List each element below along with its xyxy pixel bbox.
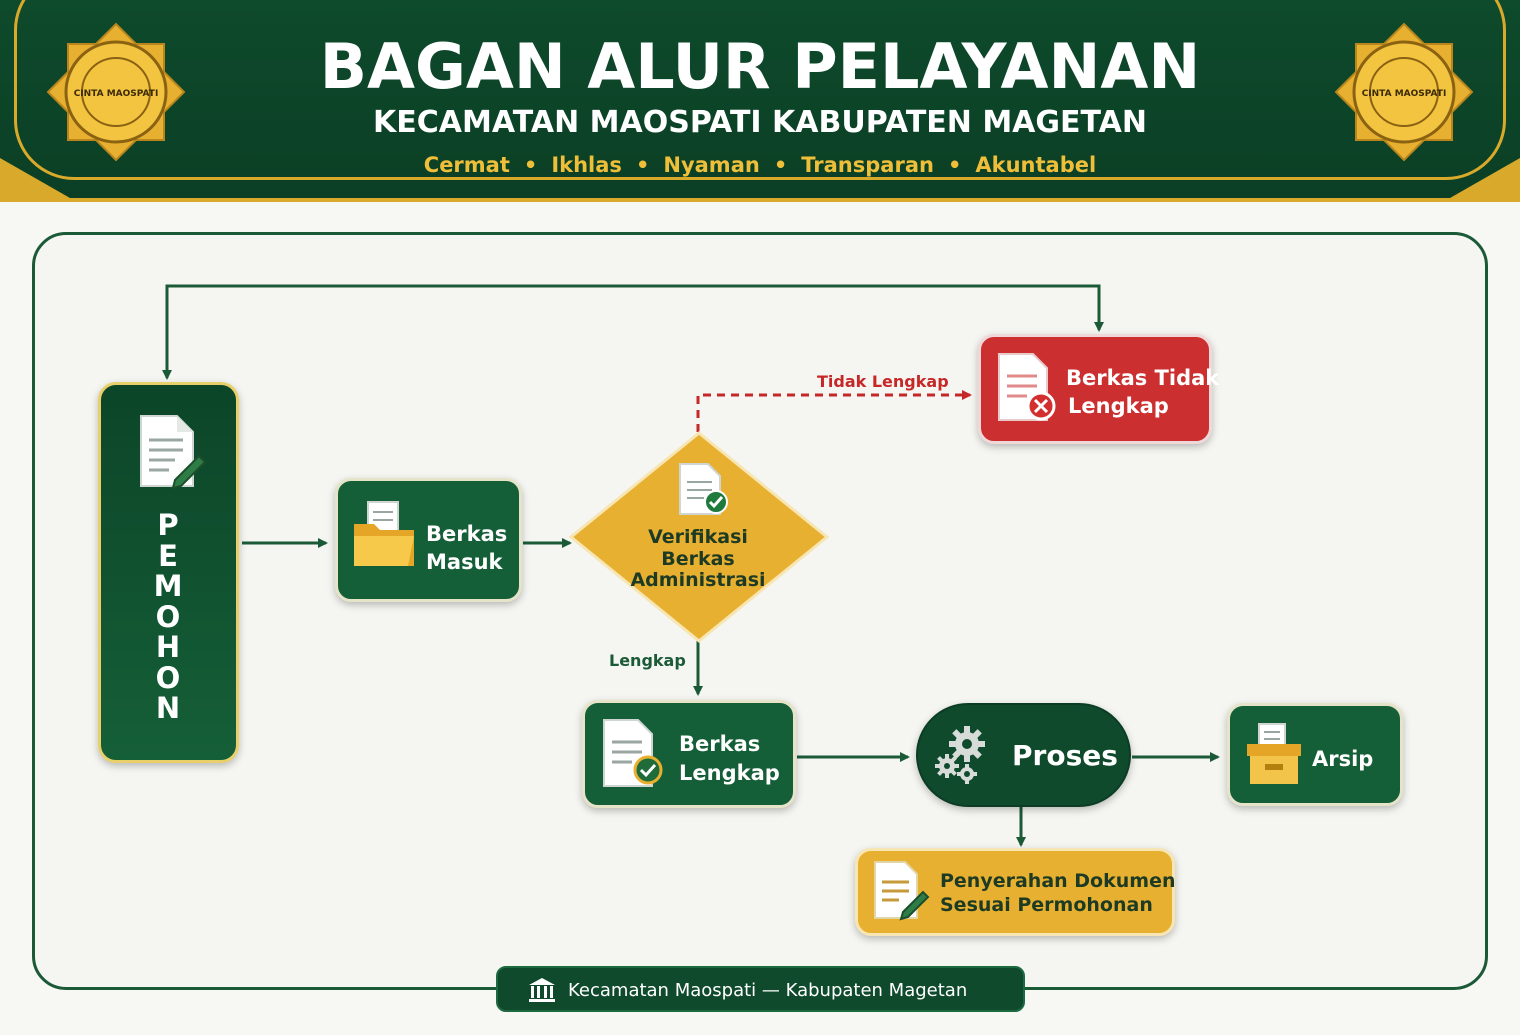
seal-left-center-text: CINTA MAOSPATI [74,89,159,99]
value-item: Ikhlas [551,153,622,177]
gears-icon [935,726,985,784]
document-edit-icon [140,415,207,490]
page-title: BAGAN ALUR PELAYANAN [319,30,1201,103]
seal-right: CINTA MAOSPATI [1334,22,1474,162]
value-separator: • [635,153,650,177]
value-item: Cermat [423,153,510,177]
pemohon-letter: E [158,538,178,573]
value-item: Transparan [801,153,934,177]
pemohon-letter: M [153,569,183,603]
value-separator: • [773,153,788,177]
value-item: Nyaman [663,153,760,177]
footer-text: Kecamatan Maospati — Kabupaten Magetan [568,980,968,1001]
node-verifikasi-line1: Verifikasi [648,526,748,548]
pemohon-letter: N [155,691,181,725]
seal-right-center-text: CINTA MAOSPATI [1362,89,1447,99]
node-proses-label: Proses [1012,739,1118,772]
pemohon-letter: O [155,599,181,634]
pemohon-letter: H [155,630,181,664]
pemohon-letter: P [157,508,179,542]
header-banner: CINTA MAOSPATI CINTA MAOSPATI BAGAN ALUR… [0,0,1520,202]
footer-badge: Kecamatan Maospati — Kabupaten Magetan [496,966,1025,1012]
node-verifikasi-line2: Berkas [661,548,735,570]
page-subtitle: KECAMATAN MAOSPATI KABUPATEN MAGETAN [373,105,1147,140]
node-berkas-masuk-line2: Masuk [426,550,503,574]
node-penyerahan-line2: Sesuai Permohonan [940,894,1153,916]
edge-label-tidak-lengkap: Tidak Lengkap [817,372,949,391]
value-separator: • [947,153,962,177]
node-berkas-lengkap-line1: Berkas [679,732,761,756]
archive-box-icon [1247,723,1301,784]
node-arsip-label: Arsip [1312,747,1374,771]
values-row: Cermat • Ikhlas • Nyaman • Transparan • Akuntabe… [0,153,1520,177]
diagram-panel [32,232,1488,990]
node-penyerahan-line1: Penyerahan Dokumen [940,870,1176,892]
node-berkas-masuk-line1: Berkas [426,522,508,546]
document-sign-icon [874,861,930,921]
node-verifikasi [568,431,830,643]
value-separator: • [523,153,538,177]
node-berkas-tidak-lengkap-line2: Lengkap [1068,394,1169,418]
node-proses [916,703,1131,807]
value-item: Akuntabel [975,153,1097,177]
document-approved-icon [603,719,663,787]
node-berkas-tidak-lengkap-line1: Berkas Tidak [1066,366,1220,390]
government-building-icon [529,978,555,1002]
folder-icon [354,501,414,566]
seal-left: CINTA MAOSPATI [46,22,186,162]
node-verifikasi-line3: Administrasi [630,569,766,591]
document-check-icon [679,463,728,515]
header-frame [14,0,1506,180]
node-pemohon-label: P E M O H O N [100,510,236,724]
document-reject-icon [998,353,1056,421]
pemohon-letter: O [155,660,181,695]
node-berkas-lengkap-line2: Lengkap [679,761,780,785]
edge-loop-top [162,284,1101,380]
edge-tidak-lengkap [696,390,972,432]
edge-label-lengkap: Lengkap [609,651,686,670]
